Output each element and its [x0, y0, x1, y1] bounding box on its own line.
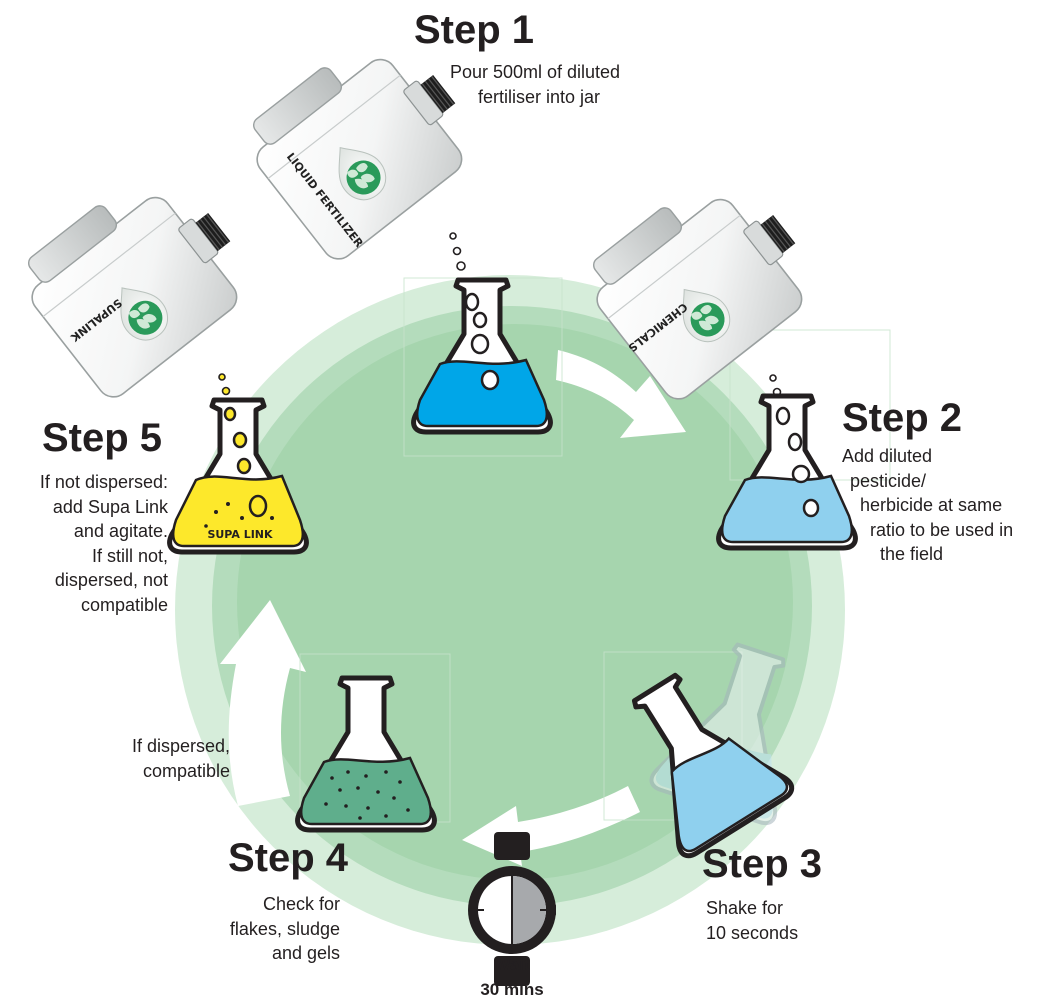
step-4-line-3: and gels: [271, 943, 340, 963]
arrow-step4-to-step5: [220, 600, 306, 806]
step-5-title: Step 5: [42, 416, 163, 460]
flask-step-4: [295, 675, 437, 833]
step-5-line-5: dispersed, not: [54, 570, 168, 590]
step-1-title: Step 1: [414, 8, 535, 52]
supa-link-flask-label: SUPA LINK: [207, 528, 273, 541]
step-4-description: Check for flakes, sludge and gels: [200, 892, 340, 966]
step-1-description: Pour 500ml of diluted fertiliser into ja…: [420, 60, 650, 109]
wait-line-1: Wait: [494, 955, 530, 974]
liquid-fertilizer-container: LIQUID FERTILIZER: [252, 58, 463, 260]
step-5-line-1: If not dispersed:: [39, 472, 168, 492]
pour-bubbles: [218, 232, 782, 397]
flask-step-1: [411, 277, 553, 435]
step-4-title: Step 4: [228, 836, 349, 880]
step-2-line-3: herbicide at same: [860, 495, 1003, 515]
step-3-line-1: Shake for: [706, 898, 784, 918]
stopwatch-icon: [468, 832, 556, 986]
step-5-line-2: add Supa Link: [52, 496, 168, 517]
step-5-description: If not dispersed: add Supa Link and agit…: [4, 470, 168, 617]
wait-label: Wait 30 mins: [452, 952, 572, 1002]
step-5-line-4: If still not,: [91, 545, 168, 566]
step-1-line-1: Pour 500ml of diluted: [449, 62, 621, 82]
arrow-step1-to-step2: [556, 350, 686, 438]
step-4-line-1: Check for: [262, 894, 340, 914]
step-2-line-4: ratio to be used in: [870, 519, 1014, 540]
step-5-line-6: compatible: [80, 594, 168, 615]
flask-step-5: SUPA LINK: [167, 397, 309, 555]
dispersed-note-line-1: If dispersed,: [131, 736, 230, 756]
step-3-title: Step 3: [702, 842, 823, 886]
step-2-line-2: pesticide/: [850, 470, 927, 491]
step-3-line-2: 10 seconds: [706, 922, 799, 943]
step-1-line-2: fertiliser into jar: [477, 86, 601, 107]
step-2-description: Add diluted pesticide/ herbicide at same…: [842, 444, 1013, 567]
flask-step-3: [631, 672, 795, 859]
flask-step-2: [716, 393, 858, 551]
step-2-line-5: the field: [880, 544, 944, 564]
step-5-line-3: and agitate.: [73, 521, 168, 541]
supalink-container: SUPALINK: [27, 196, 238, 398]
dispersed-note-line-2: compatible: [142, 760, 230, 781]
step-3-description: Shake for 10 seconds: [706, 896, 798, 945]
step-2-line-1: Add diluted: [842, 446, 933, 466]
chemicals-container: CHEMICALS: [592, 198, 803, 400]
step-4-line-2: flakes, sludge: [229, 918, 340, 939]
wait-line-2: 30 mins: [480, 980, 544, 999]
dispersed-note: If dispersed, compatible: [96, 734, 230, 783]
step-2-title: Step 2: [842, 396, 963, 440]
